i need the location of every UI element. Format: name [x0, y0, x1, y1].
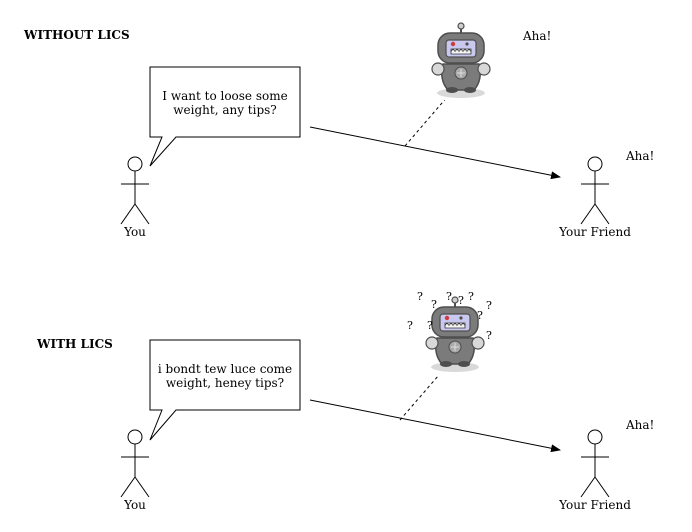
robot-reaction: Aha!: [522, 29, 551, 43]
question-mark: ?: [417, 290, 423, 303]
speech-text-line-2: weight, any tips?: [173, 103, 276, 117]
robot-link-line: [404, 95, 449, 147]
question-mark: ?: [486, 329, 492, 342]
message-arrow: [309, 126, 561, 180]
question-mark: ?: [446, 290, 452, 303]
speech-text-line-1: I want to loose some: [162, 89, 287, 103]
receiver-label: Your Friend: [558, 498, 631, 512]
sender-label: You: [123, 225, 146, 239]
question-mark: ?: [468, 290, 474, 303]
speech-bubble-without: I want to loose some weight, any tips?: [149, 66, 301, 167]
without-lics-section: WITHOUT LICS I want to loose some weight…: [23, 20, 654, 239]
question-mark: ?: [486, 299, 492, 312]
sender-stick-figure: [120, 156, 150, 225]
friend-reaction: Aha!: [625, 418, 654, 432]
sender-label: You: [123, 498, 146, 512]
speech-text-line-2: weight, heney tips?: [166, 376, 284, 390]
question-mark: ?: [458, 294, 464, 307]
question-mark: ?: [477, 309, 483, 322]
receiver-stick-figure: [580, 156, 610, 225]
message-arrow: [309, 399, 561, 453]
with-lics-section: WITH LICS i bondt tew luce come weight, …: [36, 290, 654, 512]
friend-reaction: Aha!: [625, 149, 654, 163]
sender-stick-figure: [120, 429, 150, 498]
question-mark: ?: [427, 319, 433, 332]
question-mark: ?: [431, 298, 437, 311]
confused-robot-icon: ? ? ? ? ? ? ? ? ? ?: [407, 290, 498, 375]
receiver-label: Your Friend: [558, 225, 631, 239]
question-mark: ?: [407, 319, 413, 332]
speech-text-line-1: i bondt tew luce come: [158, 362, 292, 376]
robot-link-line: [399, 367, 446, 421]
section-title-without-lics: WITHOUT LICS: [23, 28, 130, 42]
receiver-stick-figure: [580, 429, 610, 498]
robot-icon: [416, 20, 506, 100]
section-title-with-lics: WITH LICS: [36, 337, 113, 351]
speech-bubble-with: i bondt tew luce come weight, heney tips…: [149, 339, 301, 441]
